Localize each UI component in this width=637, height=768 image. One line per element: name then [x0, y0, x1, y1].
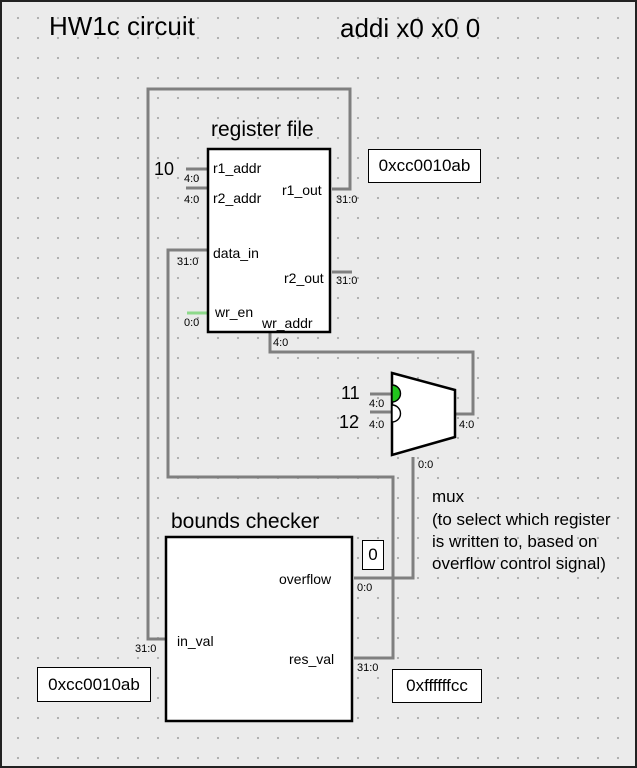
circuit-title: HW1c circuit [49, 11, 195, 41]
wire-r1-out-to-in-val [146, 87, 352, 641]
mux-description-line-1: (to select which register [432, 510, 611, 529]
probe-res-val-value[interactable]: 0xffffffcc [392, 669, 482, 703]
mux-label: mux [432, 487, 465, 506]
width-r2-addr: 4:0 [184, 194, 200, 206]
width-wr-addr: 4:0 [273, 337, 289, 349]
width-mux-in0: 4:0 [369, 398, 385, 410]
width-overflow: 0:0 [357, 582, 373, 594]
bounds-checker-label: bounds checker [171, 510, 320, 533]
mux-input1-indicator [391, 404, 402, 423]
port-r2-addr: r2_addr [213, 190, 262, 206]
probe-r1-out-value[interactable]: 0xcc0010ab [368, 149, 481, 183]
port-r1-addr: r1_addr [213, 160, 262, 176]
port-r1-out: r1_out [282, 182, 322, 198]
mux-description-line-2: is written to, based on [432, 532, 598, 551]
width-mux-in1: 4:0 [369, 419, 385, 431]
width-mux-out: 4:0 [459, 419, 475, 431]
width-in-val: 31:0 [135, 643, 157, 655]
width-r2-out: 31:0 [336, 275, 358, 287]
width-res-val: 31:0 [357, 662, 379, 674]
mux-block[interactable] [390, 371, 457, 457]
mux-input1-constant: 12 [339, 412, 360, 432]
instruction-label: addi x0 x0 0 [340, 13, 481, 43]
mux-input0-indicator [391, 384, 402, 403]
wire-mux-out-to-wr-addr [268, 333, 475, 416]
port-wr-addr: wr_addr [262, 315, 313, 331]
width-r1-out: 31:0 [336, 194, 358, 206]
bounds-checker-block[interactable] [164, 535, 354, 723]
port-overflow: overflow [279, 571, 332, 587]
port-r2-out: r2_out [284, 270, 324, 286]
mux-input0-constant: 11 [341, 383, 360, 403]
wire-res-val-to-data-in [166, 248, 395, 660]
port-data-in: data_in [213, 245, 259, 261]
width-data-in: 31:0 [177, 256, 199, 268]
probe-overflow-value[interactable]: 0 [362, 540, 384, 570]
port-in-val: in_val [177, 633, 214, 649]
width-mux-select: 0:0 [418, 459, 434, 471]
register-file-block[interactable] [206, 147, 332, 334]
register-file-label: register file [211, 118, 314, 141]
probe-in-val-value[interactable]: 0xcc0010ab [37, 667, 151, 702]
port-res-val: res_val [289, 651, 335, 667]
r1-addr-constant: 10 [154, 159, 175, 179]
width-wr-en: 0:0 [184, 317, 200, 329]
mux-description-line-3: overflow control signal) [432, 554, 606, 573]
port-wr-en: wr_en [215, 304, 254, 320]
width-r1-addr: 4:0 [184, 173, 200, 185]
wire-overflow-to-mux-select [354, 457, 415, 580]
